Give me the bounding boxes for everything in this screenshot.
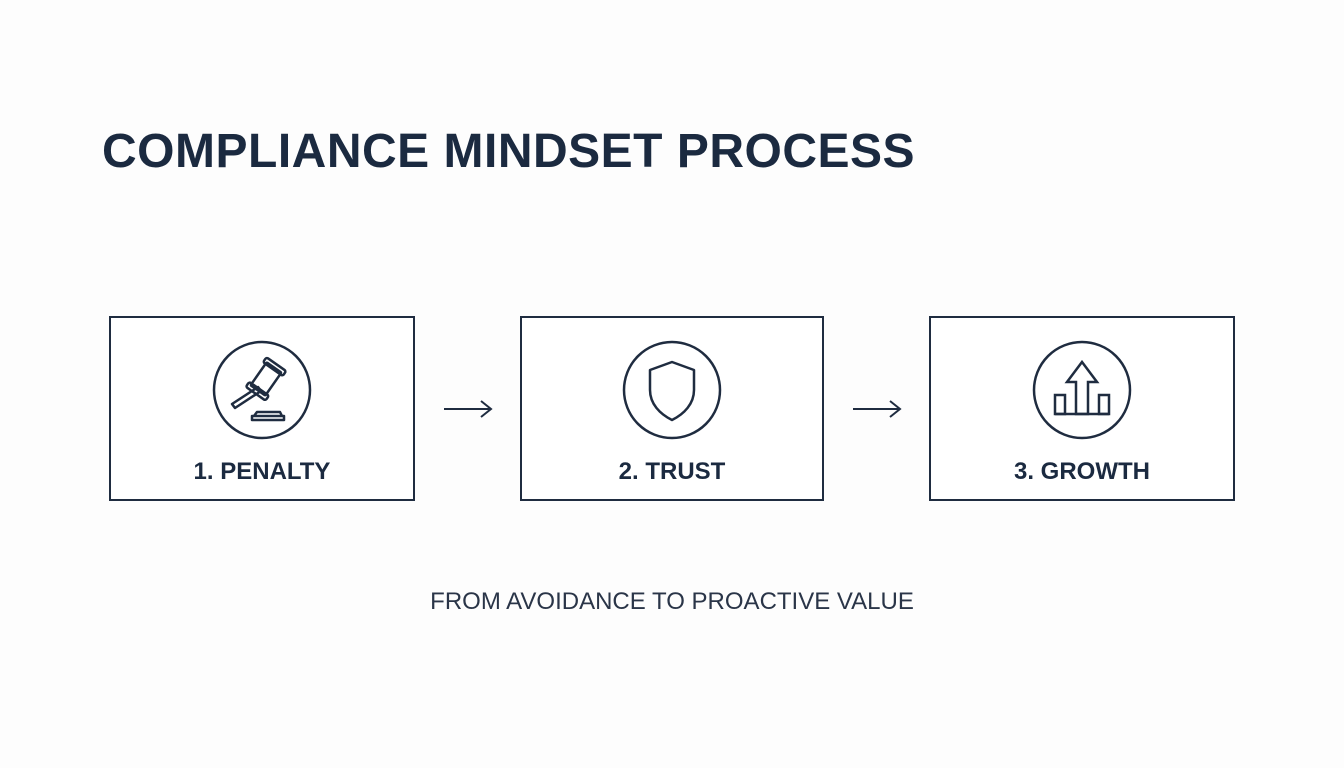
gavel-icon: [212, 340, 312, 440]
step-penalty: 1. PENALTY: [109, 316, 415, 501]
step-growth: 3. GROWTH: [929, 316, 1235, 501]
shield-icon: [622, 340, 722, 440]
growth-chart-icon: [1032, 340, 1132, 440]
step-label: 2. TRUST: [618, 458, 726, 485]
arrow-right-icon: [853, 400, 902, 418]
arrow-right-icon: [444, 400, 493, 418]
step-label: 3. GROWTH: [1014, 458, 1150, 485]
step-label: 1. PENALTY: [193, 458, 331, 485]
step-trust: 2. TRUST: [520, 316, 824, 501]
subtitle: FROM AVOIDANCE TO PROACTIVE VALUE: [430, 588, 914, 615]
page-title: COMPLIANCE MINDSET PROCESS: [102, 125, 916, 178]
